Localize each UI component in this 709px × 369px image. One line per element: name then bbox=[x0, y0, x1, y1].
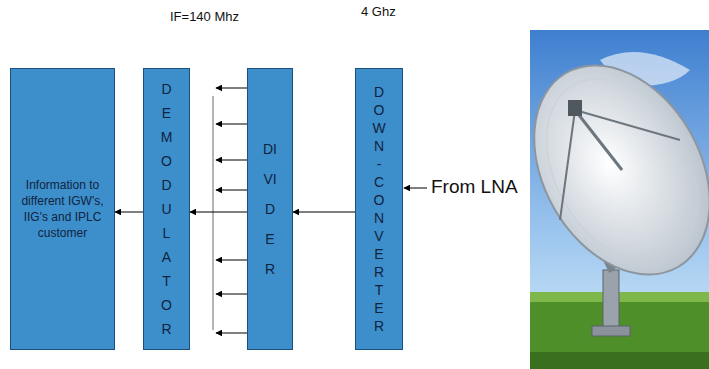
input-arrow bbox=[404, 188, 427, 189]
vertical-box-title: DEMODULATOR bbox=[160, 77, 174, 341]
vertical-box-title: DOWN-CONVERTER bbox=[372, 83, 386, 335]
signal-arrow bbox=[190, 212, 247, 213]
frequency-label: IF=140 Mhz bbox=[170, 9, 239, 24]
box-text: Information to different IGW's, IIG's an… bbox=[11, 177, 114, 241]
divider-box: DIVIDER bbox=[247, 68, 293, 350]
frequency-label: 4 Ghz bbox=[361, 4, 396, 19]
vertical-box-title: DIVIDER bbox=[263, 134, 277, 284]
signal-arrow bbox=[115, 212, 143, 213]
downconverter-box: DOWN-CONVERTER bbox=[355, 68, 403, 350]
destination-box: Information to different IGW's, IIG's an… bbox=[10, 68, 115, 350]
signal-arrow bbox=[293, 212, 355, 213]
input-label: From LNA bbox=[431, 176, 518, 198]
demodulator-box: DEMODULATOR bbox=[143, 68, 190, 350]
satellite-dish-picture bbox=[498, 30, 709, 369]
divider-outputs bbox=[213, 88, 247, 333]
